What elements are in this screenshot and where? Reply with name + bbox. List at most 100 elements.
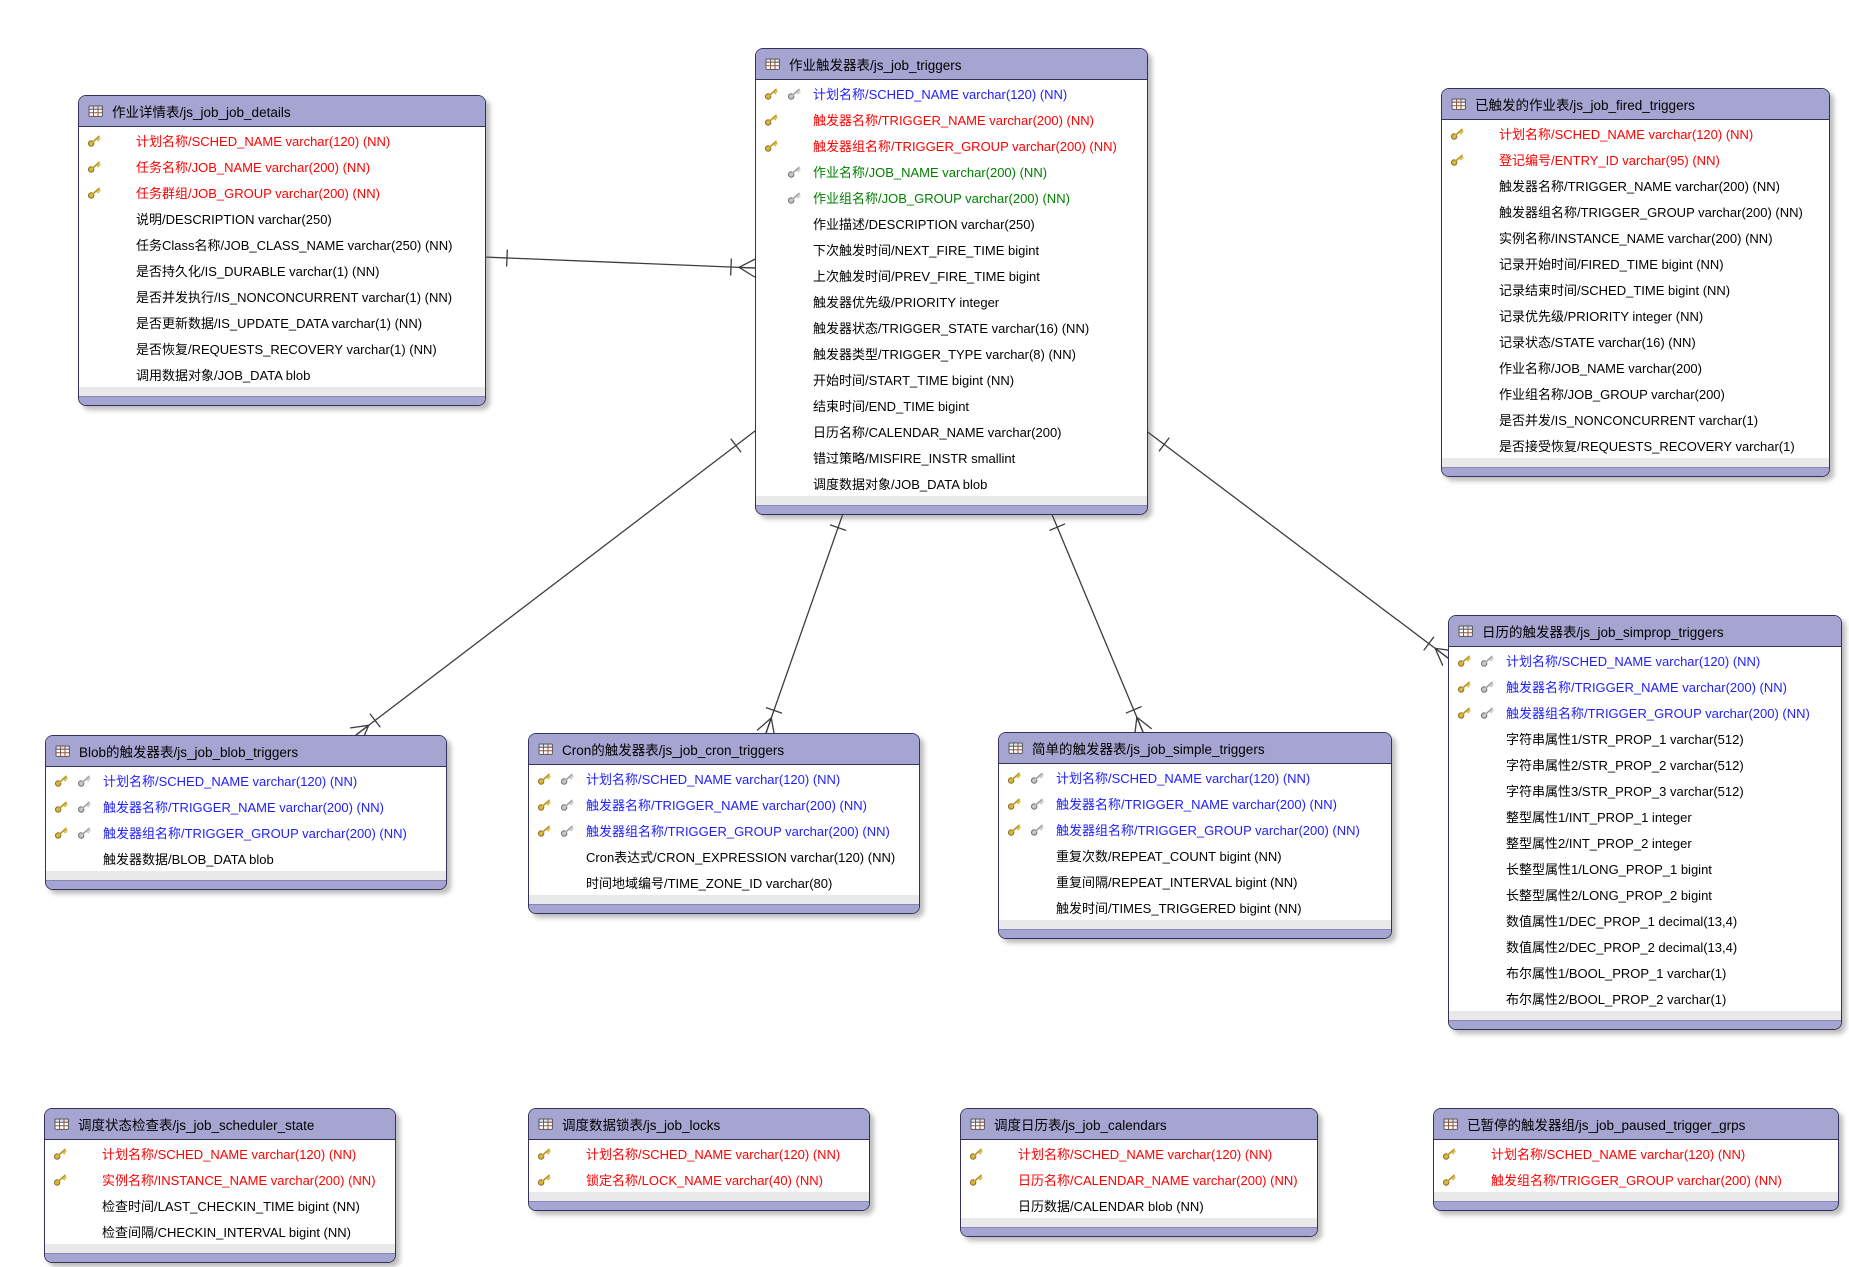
field-instance-name[interactable]: 实例名称/INSTANCE_NAME varchar(200) (NN) <box>1442 224 1829 250</box>
field-is-nonconcurrent[interactable]: 是否并发执行/IS_NONCONCURRENT varchar(1) (NN) <box>79 283 485 309</box>
field-sched-name[interactable]: 计划名称/SCHED_NAME varchar(120) (NN) <box>961 1140 1317 1166</box>
field-job-group[interactable]: 作业组名称/JOB_GROUP varchar(200) <box>1442 380 1829 406</box>
field-sched-name[interactable]: 计划名称/SCHED_NAME varchar(120) (NN) <box>756 80 1147 106</box>
field-sched-name[interactable]: 计划名称/SCHED_NAME varchar(120) (NN) <box>1449 647 1841 673</box>
field-trigger-name[interactable]: 触发器名称/TRIGGER_NAME varchar(200) (NN) <box>756 106 1147 132</box>
field-int-prop-2[interactable]: 整型属性2/INT_PROP_2 integer <box>1449 829 1841 855</box>
field-sched-name[interactable]: 计划名称/SCHED_NAME varchar(120) (NN) <box>46 767 446 793</box>
field-misfire-instr[interactable]: 错过策略/MISFIRE_INSTR smallint <box>756 444 1147 470</box>
field-job-name[interactable]: 任务名称/JOB_NAME varchar(200) (NN) <box>79 153 485 179</box>
entity-header[interactable]: Blob的触发器表/js_job_blob_triggers <box>46 736 446 767</box>
entity-header[interactable]: 作业触发器表/js_job_triggers <box>756 49 1147 80</box>
field-job-class-name[interactable]: 任务Class名称/JOB_CLASS_NAME varchar(250) (N… <box>79 231 485 257</box>
field-bool-prop-1[interactable]: 布尔属性1/BOOL_PROP_1 varchar(1) <box>1449 959 1841 985</box>
field-trigger-group[interactable]: 触发器组名称/TRIGGER_GROUP varchar(200) (NN) <box>1442 198 1829 224</box>
field-int-prop-1[interactable]: 整型属性1/INT_PROP_1 integer <box>1449 803 1841 829</box>
field-job-name[interactable]: 作业名称/JOB_NAME varchar(200) (NN) <box>756 158 1147 184</box>
field-long-prop-2[interactable]: 长整型属性2/LONG_PROP_2 bigint <box>1449 881 1841 907</box>
entity-header[interactable]: 已触发的作业表/js_job_fired_triggers <box>1442 89 1829 120</box>
field-times-triggered[interactable]: 触发时间/TIMES_TRIGGERED bigint (NN) <box>999 894 1391 920</box>
field-trigger-type[interactable]: 触发器类型/TRIGGER_TYPE varchar(8) (NN) <box>756 340 1147 366</box>
field-trigger-state[interactable]: 触发器状态/TRIGGER_STATE varchar(16) (NN) <box>756 314 1147 340</box>
field-checkin-interval[interactable]: 检查间隔/CHECKIN_INTERVAL bigint (NN) <box>45 1218 395 1244</box>
entity-header[interactable]: 调度日历表/js_job_calendars <box>961 1109 1317 1140</box>
field-is-durable[interactable]: 是否持久化/IS_DURABLE varchar(1) (NN) <box>79 257 485 283</box>
field-calendar[interactable]: 日历数据/CALENDAR blob (NN) <box>961 1192 1317 1218</box>
field-trigger-group[interactable]: 触发器组名称/TRIGGER_GROUP varchar(200) (NN) <box>46 819 446 845</box>
field-trigger-name[interactable]: 触发器名称/TRIGGER_NAME varchar(200) (NN) <box>1442 172 1829 198</box>
field-job-group[interactable]: 作业组名称/JOB_GROUP varchar(200) (NN) <box>756 184 1147 210</box>
field-fired-time[interactable]: 记录开始时间/FIRED_TIME bigint (NN) <box>1442 250 1829 276</box>
field-trigger-group[interactable]: 触发器组名称/TRIGGER_GROUP varchar(200) (NN) <box>1449 699 1841 725</box>
field-repeat-interval[interactable]: 重复间隔/REPEAT_INTERVAL bigint (NN) <box>999 868 1391 894</box>
field-str-prop-3[interactable]: 字符串属性3/STR_PROP_3 varchar(512) <box>1449 777 1841 803</box>
field-sched-name[interactable]: 计划名称/SCHED_NAME varchar(120) (NN) <box>1434 1140 1838 1166</box>
field-sched-time[interactable]: 记录结束时间/SCHED_TIME bigint (NN) <box>1442 276 1829 302</box>
field-blob-data[interactable]: 触发器数据/BLOB_DATA blob <box>46 845 446 871</box>
field-requests-recovery[interactable]: 是否恢复/REQUESTS_RECOVERY varchar(1) (NN) <box>79 335 485 361</box>
field-sched-name[interactable]: 计划名称/SCHED_NAME varchar(120) (NN) <box>529 1140 869 1166</box>
field-entry-id[interactable]: 登记编号/ENTRY_ID varchar(95) (NN) <box>1442 146 1829 172</box>
field-str-prop-1[interactable]: 字符串属性1/STR_PROP_1 varchar(512) <box>1449 725 1841 751</box>
entity-header[interactable]: 简单的触发器表/js_job_simple_triggers <box>999 733 1391 764</box>
field-state[interactable]: 记录状态/STATE varchar(16) (NN) <box>1442 328 1829 354</box>
field-instance-name[interactable]: 实例名称/INSTANCE_NAME varchar(200) (NN) <box>45 1166 395 1192</box>
field-dec-prop-2[interactable]: 数值属性2/DEC_PROP_2 decimal(13,4) <box>1449 933 1841 959</box>
field-trigger-group[interactable]: 触发器组名称/TRIGGER_GROUP varchar(200) (NN) <box>529 817 919 843</box>
field-trigger-group[interactable]: 触发器组名称/TRIGGER_GROUP varchar(200) (NN) <box>756 132 1147 158</box>
entity-header[interactable]: 调度数据锁表/js_job_locks <box>529 1109 869 1140</box>
field-priority[interactable]: 记录优先级/PRIORITY integer (NN) <box>1442 302 1829 328</box>
field-priority[interactable]: 触发器优先级/PRIORITY integer <box>756 288 1147 314</box>
field-trigger-name[interactable]: 触发器名称/TRIGGER_NAME varchar(200) (NN) <box>529 791 919 817</box>
field-lock-name[interactable]: 锁定名称/LOCK_NAME varchar(40) (NN) <box>529 1166 869 1192</box>
field-trigger-group[interactable]: 触发组名称/TRIGGER_GROUP varchar(200) (NN) <box>1434 1166 1838 1192</box>
field-trigger-name[interactable]: 触发器名称/TRIGGER_NAME varchar(200) (NN) <box>46 793 446 819</box>
field-cron-expression[interactable]: Cron表达式/CRON_EXPRESSION varchar(120) (NN… <box>529 843 919 869</box>
field-calendar-name[interactable]: 日历名称/CALENDAR_NAME varchar(200) (NN) <box>961 1166 1317 1192</box>
entity-header[interactable]: 调度状态检查表/js_job_scheduler_state <box>45 1109 395 1140</box>
field-is-update-data[interactable]: 是否更新数据/IS_UPDATE_DATA varchar(1) (NN) <box>79 309 485 335</box>
field-repeat-count[interactable]: 重复次数/REPEAT_COUNT bigint (NN) <box>999 842 1391 868</box>
field-job-data[interactable]: 调用数据对象/JOB_DATA blob <box>79 361 485 387</box>
field-description[interactable]: 说明/DESCRIPTION varchar(250) <box>79 205 485 231</box>
field-str-prop-2[interactable]: 字符串属性2/STR_PROP_2 varchar(512) <box>1449 751 1841 777</box>
field-trigger-name[interactable]: 触发器名称/TRIGGER_NAME varchar(200) (NN) <box>1449 673 1841 699</box>
field-requests-recovery[interactable]: 是否接受恢复/REQUESTS_RECOVERY varchar(1) <box>1442 432 1829 458</box>
field-sched-name[interactable]: 计划名称/SCHED_NAME varchar(120) (NN) <box>79 127 485 153</box>
field-job-group[interactable]: 任务群组/JOB_GROUP varchar(200) (NN) <box>79 179 485 205</box>
field-is-nonconcurrent[interactable]: 是否并发/IS_NONCONCURRENT varchar(1) <box>1442 406 1829 432</box>
field-next-fire-time[interactable]: 下次触发时间/NEXT_FIRE_TIME bigint <box>756 236 1147 262</box>
field-start-time[interactable]: 开始时间/START_TIME bigint (NN) <box>756 366 1147 392</box>
field-dec-prop-1[interactable]: 数值属性1/DEC_PROP_1 decimal(13,4) <box>1449 907 1841 933</box>
field-sched-name[interactable]: 计划名称/SCHED_NAME varchar(120) (NN) <box>999 764 1391 790</box>
field-last-checkin-time[interactable]: 检查时间/LAST_CHECKIN_TIME bigint (NN) <box>45 1192 395 1218</box>
field-long-prop-1[interactable]: 长整型属性1/LONG_PROP_1 bigint <box>1449 855 1841 881</box>
field-description[interactable]: 作业描述/DESCRIPTION varchar(250) <box>756 210 1147 236</box>
entity-header[interactable]: 作业详情表/js_job_job_details <box>79 96 485 127</box>
field-sched-name[interactable]: 计划名称/SCHED_NAME varchar(120) (NN) <box>1442 120 1829 146</box>
field-job-name[interactable]: 作业名称/JOB_NAME varchar(200) <box>1442 354 1829 380</box>
field-end-time[interactable]: 结束时间/END_TIME bigint <box>756 392 1147 418</box>
field-sched-name[interactable]: 计划名称/SCHED_NAME varchar(120) (NN) <box>529 765 919 791</box>
field-bool-prop-2[interactable]: 布尔属性2/BOOL_PROP_2 varchar(1) <box>1449 985 1841 1011</box>
field-job-data[interactable]: 调度数据对象/JOB_DATA blob <box>756 470 1147 496</box>
field-prev-fire-time[interactable]: 上次触发时间/PREV_FIRE_TIME bigint <box>756 262 1147 288</box>
field-calendar-name[interactable]: 日历名称/CALENDAR_NAME varchar(200) <box>756 418 1147 444</box>
entity-header[interactable]: 日历的触发器表/js_job_simprop_triggers <box>1449 616 1841 647</box>
entity-header[interactable]: 已暂停的触发器组/js_job_paused_trigger_grps <box>1434 1109 1838 1140</box>
field-trigger-group[interactable]: 触发器组名称/TRIGGER_GROUP varchar(200) (NN) <box>999 816 1391 842</box>
entity-header[interactable]: Cron的触发器表/js_job_cron_triggers <box>529 734 919 765</box>
field-time-zone-id[interactable]: 时间地域编号/TIME_ZONE_ID varchar(80) <box>529 869 919 895</box>
field-trigger-name[interactable]: 触发器名称/TRIGGER_NAME varchar(200) (NN) <box>999 790 1391 816</box>
